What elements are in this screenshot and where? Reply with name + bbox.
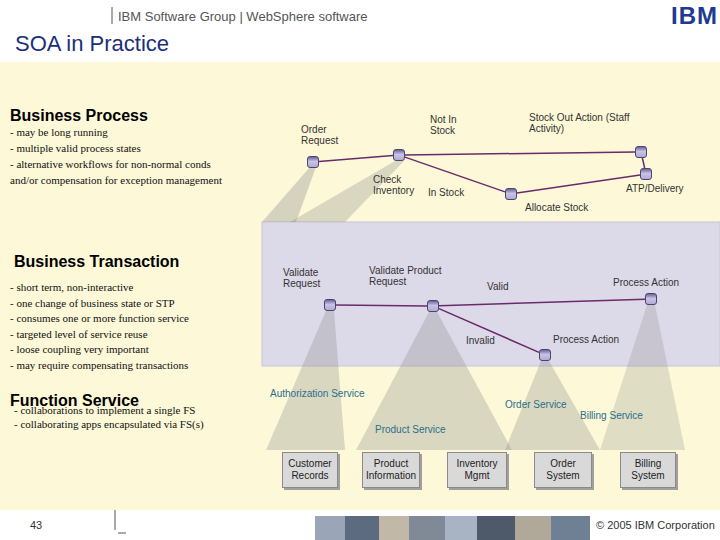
service-name: Product Service — [375, 424, 465, 436]
flow-connector — [405, 157, 505, 192]
photo-tile — [345, 516, 379, 540]
drilldown-cone — [505, 361, 600, 450]
flow-connector — [439, 299, 645, 306]
edge-label: Not In Stock — [430, 114, 465, 136]
system-box: Customer Records — [282, 452, 338, 488]
ibm-logo: IBM — [660, 3, 718, 29]
section-heading: Business Transaction — [14, 252, 264, 271]
flow-connector — [642, 158, 644, 168]
bullet-text: - consumes one or more function service — [10, 311, 265, 326]
activity-dot: Process Action — [645, 293, 657, 305]
bullet-text: - may require compensating transactions — [10, 358, 265, 373]
drilldown-cone — [356, 312, 512, 450]
activity-dot: Validate Request — [324, 299, 336, 311]
photo-tile — [409, 516, 445, 540]
section-heading: Business Process — [10, 106, 260, 125]
photo-tile — [315, 516, 345, 540]
slide-title: SOA in Practice — [15, 31, 169, 57]
footer-tick — [118, 533, 126, 534]
flow-connector — [319, 155, 393, 161]
footer-bar — [115, 510, 116, 530]
activity-dot: Stock Out Action (Staff Activity) — [635, 146, 647, 158]
system-box: Billing System — [620, 452, 676, 488]
slide-panel — [0, 62, 720, 510]
photo-tile — [551, 516, 590, 540]
bullet-text: - short term, non-interactive — [10, 280, 265, 295]
photo-tile — [445, 516, 477, 540]
photo-strip — [315, 516, 590, 540]
header-bar — [112, 7, 113, 24]
activity-dot: Check Inventory — [393, 149, 405, 161]
flow-connector — [405, 152, 635, 155]
flow-connector — [439, 309, 539, 353]
activity-label: Validate Product Request — [369, 265, 447, 287]
activity-label: Check Inventory — [373, 174, 421, 196]
service-name: Authorization Service — [270, 388, 380, 400]
system-box: Inventory Mgmt — [447, 452, 507, 488]
copyright-note: © 2005 IBM Corporation — [596, 519, 716, 532]
activity-dot: ATP/Delivery — [640, 168, 652, 180]
bullet-text: - collaborating apps encapsulated via FS… — [14, 417, 264, 432]
activity-label: Validate Request — [283, 267, 328, 289]
photo-tile — [515, 516, 551, 540]
header-text: IBM Software Group | WebSphere software — [118, 9, 438, 25]
flow-connector — [336, 304, 427, 306]
system-label: Product Information — [363, 458, 419, 482]
photo-tile — [379, 516, 409, 540]
system-label: Inventory Mgmt — [448, 458, 506, 482]
bullet-text: - one change of business state or STP — [10, 296, 265, 311]
system-box: Order System — [534, 452, 592, 488]
activity-dot: Order Request — [307, 156, 319, 168]
activity-dot: Process Action — [539, 349, 551, 361]
activity-label: Allocate Stock — [525, 202, 600, 213]
bullet-text: - may be long running — [10, 124, 260, 140]
flow-connector — [517, 175, 640, 193]
edge-label: Valid — [487, 281, 517, 292]
activity-label: ATP/Delivery — [626, 183, 696, 194]
bullet-text: - loose coupling very important — [10, 342, 265, 357]
bullet-text: - targeted level of service reuse — [10, 327, 265, 342]
bullet-text: - collaborations to implement a single F… — [14, 403, 264, 418]
service-name: Order Service — [505, 399, 585, 411]
drilldown-cone — [600, 305, 685, 450]
activity-dot: Allocate Stock — [505, 188, 517, 200]
photo-tile — [477, 516, 515, 540]
edge-label: In Stock — [428, 187, 478, 198]
activity-label: Stock Out Action (Staff Activity) — [529, 112, 634, 134]
bullet-text: - alternative workflows for non-normal c… — [10, 156, 235, 188]
activity-label: Process Action — [613, 277, 691, 288]
activity-label: Process Action — [553, 334, 631, 345]
system-label: Customer Records — [283, 458, 337, 482]
system-box: Product Information — [362, 452, 420, 488]
activity-label: Order Request — [301, 124, 346, 146]
system-label: Order System — [535, 458, 591, 482]
edge-label: Invalid — [466, 335, 506, 346]
page-number: 43 — [30, 519, 60, 532]
bullet-text: - multiple valid process states — [10, 140, 260, 156]
drilldown-cone — [266, 311, 345, 450]
activity-dot: Validate Product Request — [427, 300, 439, 312]
service-name: Billing Service — [580, 410, 660, 422]
system-label: Billing System — [621, 458, 675, 482]
